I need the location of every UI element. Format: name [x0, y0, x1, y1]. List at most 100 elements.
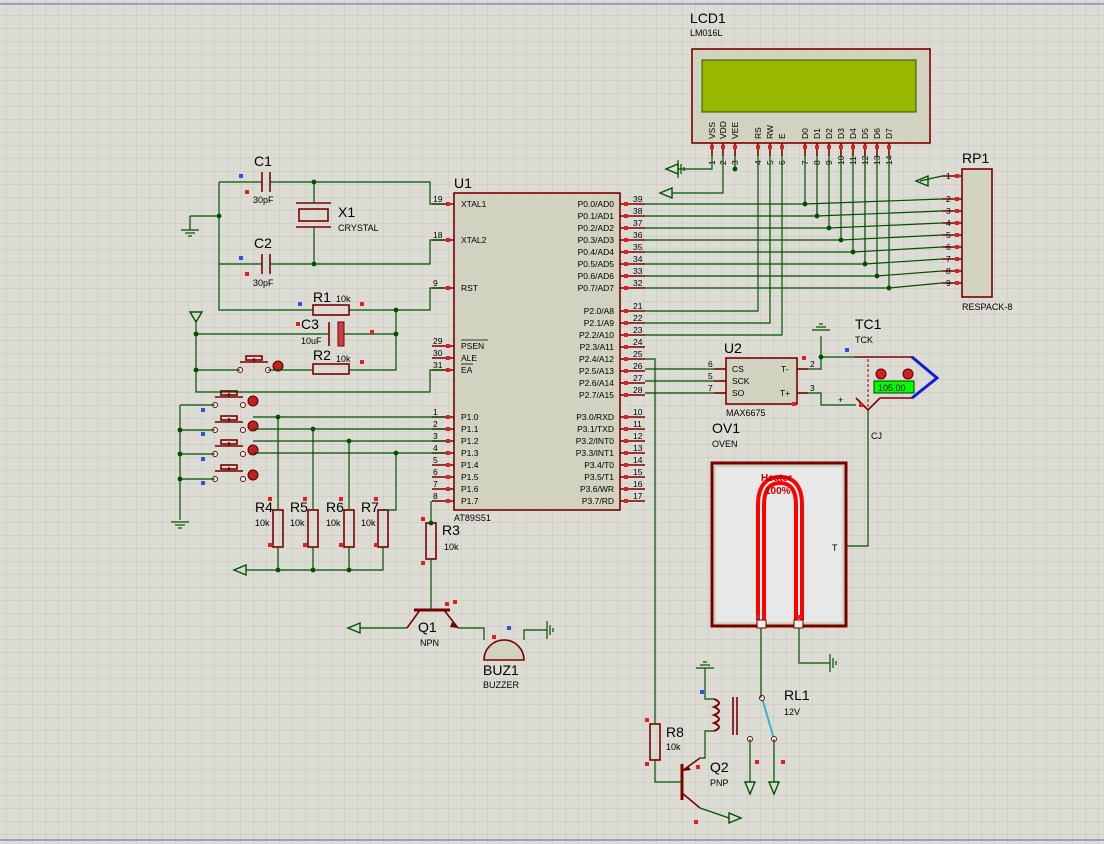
terminal-arrow-icon-4	[346, 621, 361, 635]
u1-pin-p3-5-t1: P3.5/T1	[584, 472, 614, 482]
pin-marker-red-28	[859, 403, 863, 407]
junction-17	[814, 213, 820, 219]
u1-pin-p2-2-a10: P2.2/A10	[579, 330, 614, 340]
rp1-body	[961, 168, 993, 298]
q1-type: NPN	[420, 638, 439, 648]
u1-ref: U1	[454, 175, 472, 191]
ground-icon-lcd	[677, 160, 685, 178]
lcd1-pin-label-d3: D3	[836, 128, 846, 139]
button-4-cap	[220, 464, 238, 470]
u2-pinnum-3: 3	[810, 383, 815, 393]
r2-component[interactable]: R2 10k	[312, 347, 351, 375]
tc1-knob-right[interactable]	[902, 368, 914, 380]
u1-model: AT89S51	[454, 513, 491, 523]
u1-pin-marker-27	[624, 381, 628, 385]
u1-pin-marker-9	[446, 286, 450, 290]
wire-24	[804, 198, 943, 205]
u1-pin-p0-6-ad6: P0.6/AD6	[578, 271, 615, 281]
lcd1-pin-marker-11	[851, 145, 855, 149]
junction-15	[310, 567, 316, 573]
u1-pin-num-10: 10	[633, 407, 643, 417]
u1-pin-num-6: 6	[433, 467, 438, 477]
button-reset-actuator-icon[interactable]	[272, 360, 284, 372]
r2-ref: R2	[313, 347, 331, 363]
u1-pin-p1-0: P1.0	[461, 412, 479, 422]
button-1-actuator-icon[interactable]	[247, 395, 259, 407]
button-4[interactable]	[212, 464, 259, 482]
junction-10	[393, 450, 399, 456]
q2-arrow	[683, 766, 691, 771]
lcd1-pin-marker-14	[887, 145, 891, 149]
ov1-component[interactable]: OV1 OVEN Heater 100% T	[710, 420, 848, 629]
u1-pin-num-21: 21	[633, 301, 643, 311]
pin-marker-red-29	[802, 356, 806, 360]
pin-marker-red-27	[792, 402, 796, 406]
lcd1-pin-label-d0: D0	[800, 128, 810, 139]
rl1-component[interactable]: RL1 12V	[711, 687, 810, 742]
pin-marker-red-23	[755, 760, 759, 764]
ground-icon-relay	[696, 661, 714, 669]
lcd1-pin-marker-4	[756, 145, 760, 149]
lcd1-pin-marker-12	[863, 145, 867, 149]
r7-ref: R7	[361, 499, 379, 515]
heater-terminal-left	[756, 619, 767, 629]
c3-ref: C3	[301, 316, 319, 332]
c2-ref: C2	[254, 235, 272, 251]
button-1[interactable]	[212, 390, 259, 408]
u1-pin-num-2: 2	[433, 419, 438, 429]
lcd1-pin-label-rs: RS	[753, 127, 763, 139]
u1-pin-num-14: 14	[633, 455, 643, 465]
u2-component[interactable]: U2 CS SCK SO T- T+ 6 5 7 2 3 MAX6675	[708, 340, 815, 418]
u1-pin-p2-3-a11: P2.3/A11	[580, 342, 615, 352]
wire-30	[876, 270, 943, 277]
tc1-display	[873, 380, 915, 394]
u1-pin-marker-2	[446, 427, 450, 431]
r6-ref: R6	[326, 499, 344, 515]
wire-36	[808, 336, 822, 370]
u1-pin-num-31: 31	[433, 360, 443, 370]
u1-pin-p3-7-rd: P3.7/RD	[582, 496, 614, 506]
rp1-pin-num-3: 3	[946, 206, 951, 216]
terminal-arrow-icon-6	[743, 781, 757, 796]
pin-marker-red-20	[645, 762, 649, 766]
rp1-pin-marker-1	[955, 174, 959, 178]
junction-20	[850, 249, 856, 255]
rp1-pin-num-7: 7	[946, 254, 951, 264]
terminal-arrow-icon-2	[914, 174, 929, 188]
pin-marker-red-26	[756, 615, 760, 619]
u1-right-pins: 39P0.0/AD038P0.1/AD137P0.2/AD236P0.3/AD3…	[576, 194, 645, 506]
q1-component[interactable]: Q1 NPN	[406, 608, 459, 648]
wire-13	[645, 156, 771, 324]
buz1-component[interactable]: BUZ1 BUZZER	[483, 639, 525, 690]
button-4-actuator-icon[interactable]	[247, 469, 259, 481]
tc1-knob-left[interactable]	[875, 368, 887, 380]
wire-9	[678, 156, 713, 170]
u1-pin-num-27: 27	[633, 373, 643, 383]
ground-icon-heater	[829, 654, 837, 672]
u1-pin-marker-14	[624, 463, 628, 467]
u1-pin-p1-2: P1.2	[461, 436, 479, 446]
junction-24	[802, 201, 808, 207]
pin-marker-red-6	[268, 543, 272, 547]
u1-pin-p0-1-ad1: P0.1/AD1	[578, 211, 615, 221]
q1-emitter	[443, 609, 459, 629]
u1-pin-marker-29	[446, 344, 450, 348]
c2-value: 30pF	[253, 278, 274, 288]
u1-pin-p3-0-rxd: P3.0/RXD	[576, 412, 614, 422]
terminal-arrow-icon-5	[728, 811, 743, 825]
lcd1-pin-label-vss: VSS	[707, 122, 717, 139]
junction-23	[886, 285, 892, 291]
tc1-component[interactable]: TC1 TCK 105.00 + CJ	[838, 316, 940, 441]
button-3[interactable]	[212, 439, 259, 457]
ground-icon-buzzer	[546, 621, 554, 639]
lcd1-component[interactable]: LCD1 LM016L VSS1VDD2VEE3RS4RW5E6D07D18D2…	[690, 10, 931, 165]
rp1-pin-marker-8	[955, 269, 959, 273]
junction-27	[732, 166, 738, 172]
x1-body	[298, 208, 329, 222]
rl1-switch-arm[interactable]	[761, 697, 775, 740]
r4-value: 10k	[255, 518, 270, 528]
pin-marker-red-19	[645, 718, 649, 722]
